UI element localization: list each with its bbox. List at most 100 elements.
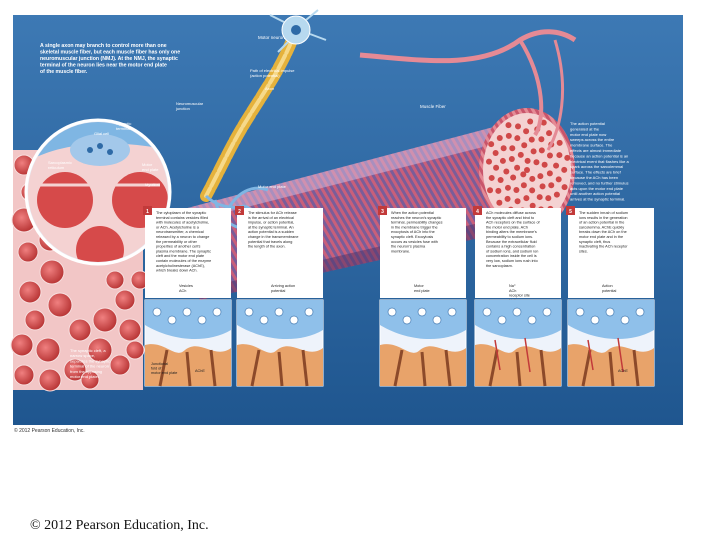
step-text-line: cleft and the motor end plate — [156, 254, 204, 258]
step-text-line: synaptic cleft, thus — [579, 240, 610, 244]
myofibril-dot — [523, 195, 530, 202]
muscle-cell — [125, 340, 145, 360]
step-text-line: the sarcoplasm. — [486, 264, 513, 268]
label-path-action-potential: Path of electrical impulse — [250, 68, 295, 73]
myofibril-dot — [529, 202, 536, 209]
myofibril-dot — [553, 162, 560, 169]
step-number: 5 — [569, 209, 572, 215]
step-text-line: very low, sodium ions rush into — [486, 259, 538, 263]
myofibril-dot — [509, 145, 516, 152]
junctional-folds — [488, 349, 547, 387]
myofibril-dot — [495, 187, 502, 194]
label-synaptic-terminal: Synaptic — [116, 121, 131, 126]
step-text-line: contain molecules of the enzyme — [156, 259, 211, 263]
myofibril-dot — [504, 195, 511, 202]
myofibril-dot — [561, 184, 568, 191]
vesicle — [274, 307, 284, 317]
step-text-line: potential that travels along — [248, 240, 292, 244]
muscle-cell — [13, 364, 35, 386]
myofibril-dot — [523, 128, 530, 135]
step-text-line: ACh receptors on the surface of — [486, 221, 541, 225]
vesicle — [512, 307, 522, 317]
muscle-cell — [38, 368, 62, 392]
step-text-line: ACh molecules diffuse across — [486, 211, 536, 215]
myofibril-dot — [520, 182, 527, 189]
label-synaptic-terminal: terminal — [116, 126, 130, 131]
step-text-line: sites. — [579, 249, 588, 253]
step-text-line: of an action potential in the — [579, 221, 624, 225]
step-callout: end plate — [414, 289, 430, 293]
right-text-line: removed, and no further stimulus — [570, 180, 628, 185]
myofibril-dot — [524, 167, 530, 173]
step-text-line: The sudden inrush of sodium — [579, 211, 628, 215]
label-synaptic-cleft: The synaptic cleft, a — [70, 348, 106, 353]
right-text-line: membrane surface. The — [570, 143, 613, 148]
step-text-line: which breaks down ACh. — [156, 269, 198, 273]
myofibril-dot — [530, 148, 537, 155]
step-text-line: of sodium ions, and sodium ion — [486, 249, 538, 253]
step-number: 1 — [146, 209, 149, 215]
step-box — [145, 208, 231, 298]
right-text-line: until another action potential — [570, 191, 620, 196]
step-text-line: exocytosis of ACh into the — [391, 230, 435, 234]
axon — [200, 29, 577, 202]
step-text-line: or ACh. Acetylcholine is a — [156, 225, 200, 229]
vesicle — [152, 307, 162, 317]
step-callout: Motor — [414, 284, 424, 288]
step-text-line: sarcolemma. AChE quickly — [579, 225, 624, 229]
step-number: 2 — [238, 209, 241, 215]
synaptic-terminal-shape — [475, 300, 561, 340]
label-synaptic-cleft: motor end plate. — [70, 374, 99, 379]
myofibril-dot — [514, 164, 521, 171]
synaptic-terminal-shape — [380, 300, 466, 340]
right-text-line: effects are almost immediate — [570, 148, 622, 153]
label-muscle-fiber: Muscle Fiber — [420, 104, 446, 109]
step-text-line: motor end plate and in the — [579, 235, 623, 239]
vesicle — [432, 315, 442, 325]
step-callout: ACh — [179, 289, 186, 293]
myofibril-dot — [505, 132, 512, 139]
footer-copyright: © 2012 Pearson Education, Inc. — [30, 518, 209, 533]
myofibril-dot — [555, 176, 562, 183]
copyright-inside: © 2012 Pearson Education, Inc. — [14, 427, 85, 434]
muscle-cell — [109, 354, 131, 376]
label-motor-neuron: Motor neuron — [258, 35, 285, 40]
step-number-badge — [143, 206, 152, 215]
myofibril-dot — [510, 174, 517, 181]
step-text-line: is the arrival of an electrical — [248, 216, 294, 220]
junctional-folds — [393, 349, 452, 387]
myofibril-dot — [515, 123, 522, 130]
vesicle — [197, 315, 207, 325]
step-text-line: breaks down the ACh on the — [579, 230, 627, 234]
step-text-line: When the action potential — [391, 211, 434, 215]
motor-neuron — [269, 9, 327, 53]
step-box — [475, 208, 561, 298]
myofibril-dot — [537, 173, 544, 180]
vesicle — [182, 307, 192, 317]
vesicle — [447, 307, 457, 317]
vesicle — [527, 315, 537, 325]
intro-line: of the muscle fiber. — [40, 69, 88, 75]
myofibril-dot — [505, 122, 512, 129]
step-text-line: with molecules of acetylcholine, — [156, 221, 209, 225]
vesicle — [387, 307, 397, 317]
myofibril-dot — [485, 158, 492, 165]
label-synaptic-cleft: separates the synaptic — [70, 358, 110, 363]
step-number: 4 — [476, 209, 479, 215]
step-text-line: Because the extracellular fluid — [486, 240, 537, 244]
myofibril-dot — [488, 174, 495, 181]
vesicle — [167, 315, 177, 325]
muscle-cell — [92, 307, 118, 333]
synaptic-terminal-shape — [145, 300, 231, 340]
myofibril-dot — [497, 176, 504, 183]
vesicle — [402, 315, 412, 325]
muscle-cell — [24, 309, 46, 331]
step-number-badge — [566, 206, 575, 215]
step-callout: Vesicles — [179, 284, 193, 288]
myofibril-dot — [538, 136, 545, 143]
myofibril-dot — [520, 171, 527, 178]
right-text-line: because an action potential is an — [570, 153, 628, 158]
